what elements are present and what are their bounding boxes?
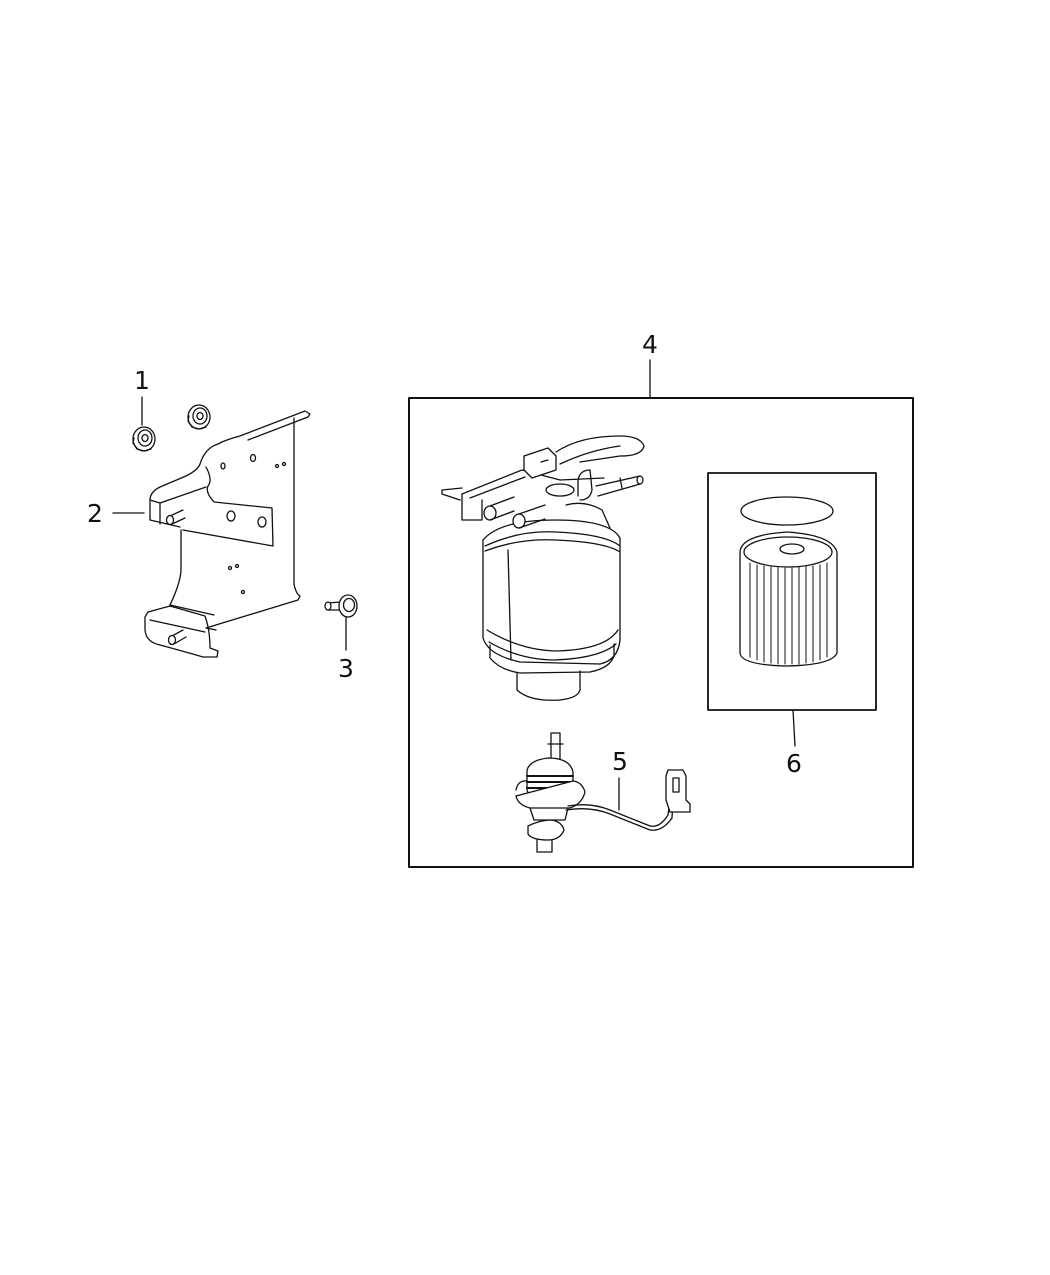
- nut-icon[interactable]: [187, 404, 211, 430]
- callout-5: 5: [612, 747, 628, 776]
- leader-line-6: [792, 709, 796, 747]
- callout-1: 1: [134, 366, 150, 395]
- assembly-4-frame: [408, 397, 914, 868]
- bolt-icon[interactable]: [324, 594, 358, 618]
- filter-element-icon[interactable]: [739, 496, 838, 667]
- callout-4: 4: [642, 330, 658, 359]
- callout-2: 2: [87, 499, 103, 528]
- fuel-filter-housing-icon[interactable]: [441, 435, 645, 701]
- element-6-frame: [707, 472, 877, 711]
- water-sensor-icon[interactable]: [515, 732, 691, 853]
- callout-3: 3: [338, 654, 354, 683]
- callout-6: 6: [786, 749, 802, 778]
- nut-icon[interactable]: [132, 426, 156, 452]
- bracket-icon[interactable]: [144, 410, 311, 658]
